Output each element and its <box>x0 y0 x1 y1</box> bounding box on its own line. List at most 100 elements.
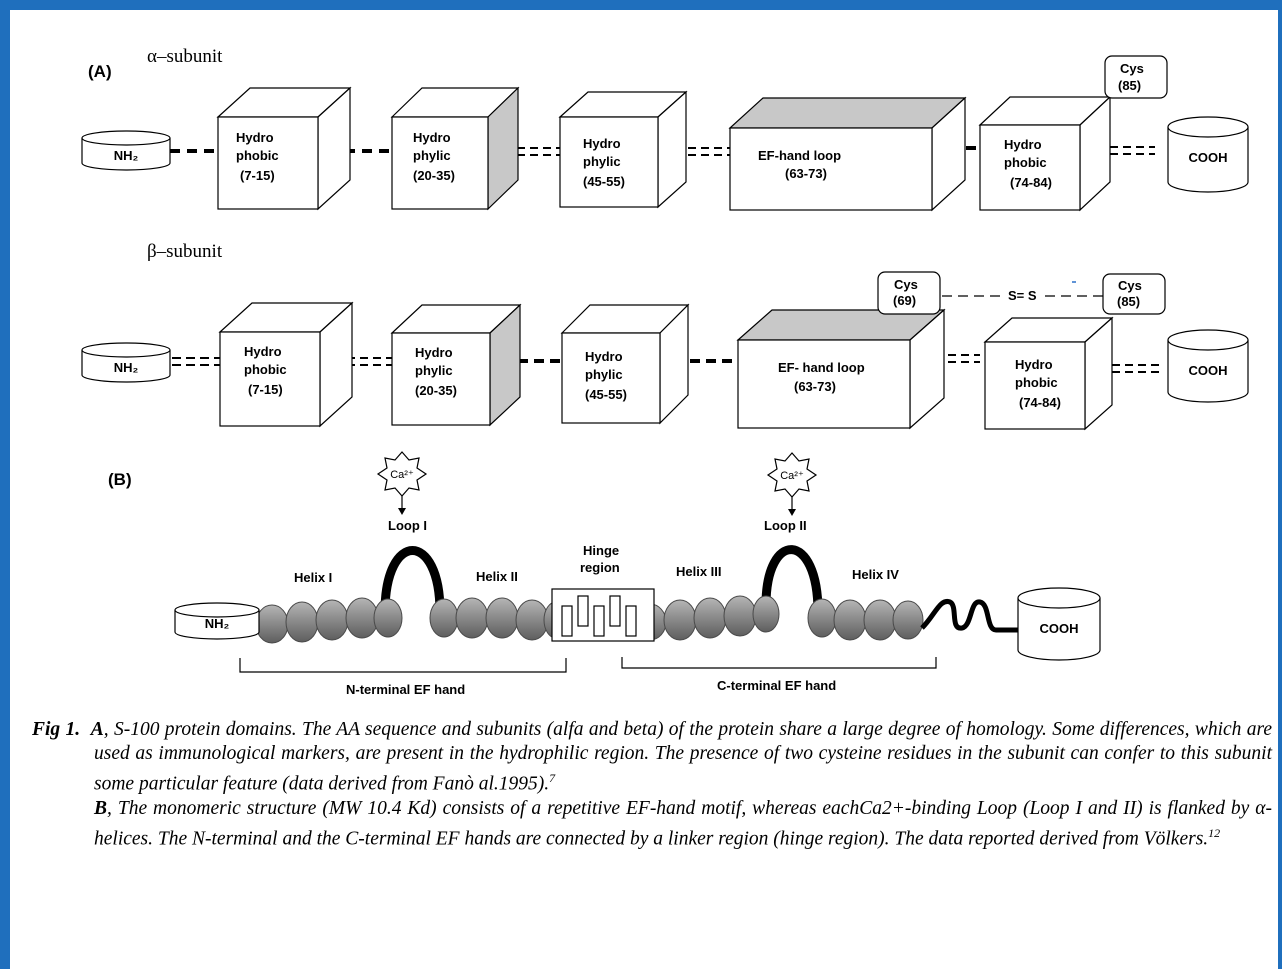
domain-line: Hydro <box>236 130 274 145</box>
calcium-ion-1: Ca²⁺ <box>376 451 428 515</box>
alpha-box-hydrophobic-2: Hydro phobic (74-84) <box>978 95 1112 212</box>
hinge-region <box>551 588 655 642</box>
beta-cys-69: Cys (69) <box>877 271 941 315</box>
alpha-box-hydrophobic-1: Hydro phobic (7-15) <box>216 86 352 211</box>
alpha-cterm-cylinder: COOH <box>1167 116 1249 193</box>
beta-box-hydrophilic-2: Hydro phylic (45-55) <box>560 303 690 425</box>
cys-line: (85) <box>1118 78 1141 93</box>
domain-line: (20-35) <box>415 383 457 398</box>
beta-box-hydrophobic-1: Hydro phobic (7-15) <box>218 301 354 428</box>
hinge-label-1: Hinge <box>583 543 619 558</box>
domain-line: (45-55) <box>585 387 627 402</box>
domain-line: (20-35) <box>413 168 455 183</box>
ca-label: Ca²⁺ <box>390 469 414 481</box>
domain-line: Hydro <box>1015 357 1053 372</box>
cys-line: Cys <box>1120 61 1144 76</box>
domain-line: (74-84) <box>1019 395 1061 410</box>
caption-b-text: , The monomeric structure (MW 10.4 Kd) c… <box>94 797 1272 850</box>
domain-line: phobic <box>244 362 287 377</box>
domain-line: (45-55) <box>583 174 625 189</box>
beta-nterm-label: NH₂ <box>114 360 139 375</box>
beta-cterm-label: COOH <box>1189 363 1228 378</box>
domain-line: EF-hand loop <box>758 148 841 163</box>
caption-a: Fig 1. A, S-100 protein domains. The AA … <box>32 718 1272 797</box>
domain-line: phobic <box>1004 155 1047 170</box>
domain-line: Hydro <box>244 344 282 359</box>
alpha-nterm-cylinder: NH₂ <box>81 130 171 171</box>
domain-line: (63-73) <box>785 166 827 181</box>
beta-subunit-title: β–subunit <box>147 241 223 262</box>
beta-cys-85: Cys (85) <box>1102 273 1166 315</box>
panel-b-cterm-label: COOH <box>1040 621 1079 636</box>
panel-b-nterm-label: NH₂ <box>205 616 230 631</box>
domain-line: phylic <box>585 367 623 382</box>
loop-1-label: Loop I <box>388 518 427 533</box>
loop-1 <box>380 546 445 617</box>
helix-4 <box>807 598 924 641</box>
cys-line: Cys <box>894 277 918 292</box>
domain-line: EF- hand loop <box>778 360 865 375</box>
helix-4-label: Helix IV <box>852 567 899 582</box>
cys-line: Cys <box>1118 278 1142 293</box>
caption-b-letter: B <box>94 797 108 819</box>
helix-3 <box>633 595 780 641</box>
c-ef-label: C-terminal EF hand <box>717 678 836 693</box>
loop-2 <box>761 545 823 617</box>
domain-line: phylic <box>415 363 453 378</box>
disulfide-label: S= S <box>1008 288 1037 303</box>
helix-2 <box>429 597 569 641</box>
alpha-box-hydrophilic-2: Hydro phylic (45-55) <box>558 90 688 209</box>
domain-line: Hydro <box>415 345 453 360</box>
domain-line: phylic <box>413 148 451 163</box>
helix-3-label: Helix III <box>676 564 722 579</box>
domain-line: (74-84) <box>1010 175 1052 190</box>
domain-line: phobic <box>1015 375 1058 390</box>
c-ef-bracket <box>621 657 937 669</box>
domain-line: Hydro <box>583 136 621 151</box>
figure-caption: Fig 1. A, S-100 protein domains. The AA … <box>32 718 1272 851</box>
caption-a-text: , S-100 protein domains. The AA sequence… <box>94 719 1272 795</box>
disulfide-bond: S= S <box>942 281 1103 303</box>
domain-line: (63-73) <box>794 379 836 394</box>
panel-a-label: (A) <box>88 62 112 81</box>
hinge-label-2: region <box>580 560 620 575</box>
alpha-box-ef-hand-loop: EF-hand loop (63-73) <box>728 96 967 212</box>
alpha-cterm-label: COOH <box>1189 150 1228 165</box>
beta-box-hydrophobic-2: Hydro phobic (74-84) <box>983 316 1114 431</box>
ca-label: Ca²⁺ <box>780 470 804 482</box>
helix-1 <box>255 597 403 644</box>
calcium-ion-2: Ca²⁺ <box>766 452 818 516</box>
fig-label: Fig 1. <box>32 719 81 740</box>
n-ef-bracket <box>239 658 567 673</box>
alpha-subunit-title: α–subunit <box>147 46 223 67</box>
domain-line: phobic <box>236 148 279 163</box>
beta-cterm-cylinder: COOH <box>1167 329 1249 403</box>
domain-line: phylic <box>583 154 621 169</box>
cterm-tail <box>920 598 1018 633</box>
n-ef-label: N-terminal EF hand <box>346 682 465 697</box>
domain-line: (7-15) <box>240 168 275 183</box>
domain-line: Hydro <box>585 349 623 364</box>
alpha-box-hydrophilic-1: Hydro phylic (20-35) <box>390 86 520 211</box>
caption-a-ref: 7 <box>549 771 556 785</box>
caption-a-letter: A <box>90 719 104 740</box>
panel-b-cterm-cylinder: COOH <box>1017 587 1101 661</box>
caption-b: B, The monomeric structure (MW 10.4 Kd) … <box>32 797 1272 852</box>
alpha-nterm-label: NH₂ <box>114 148 139 163</box>
helix-1-label: Helix I <box>294 570 332 585</box>
alpha-cys-85: Cys (85) <box>1104 55 1168 99</box>
figure-diagram: (A) α–subunit NH₂ Hydro phobic (7-15) Hy… <box>81 46 1249 697</box>
domain-line: Hydro <box>1004 137 1042 152</box>
helix-2-label: Helix II <box>476 569 518 584</box>
loop-2-label: Loop II <box>764 518 807 533</box>
beta-box-ef-hand-loop: EF- hand loop (63-73) <box>736 308 946 430</box>
panel-b-nterm-cylinder: NH₂ <box>174 602 260 640</box>
domain-line: Hydro <box>413 130 451 145</box>
beta-nterm-cylinder: NH₂ <box>81 342 171 383</box>
beta-box-hydrophilic-1: Hydro phylic (20-35) <box>390 303 522 427</box>
cys-line: (69) <box>893 293 916 308</box>
domain-line: (7-15) <box>248 382 283 397</box>
cys-line: (85) <box>1117 294 1140 309</box>
caption-b-ref: 12 <box>1208 825 1221 840</box>
